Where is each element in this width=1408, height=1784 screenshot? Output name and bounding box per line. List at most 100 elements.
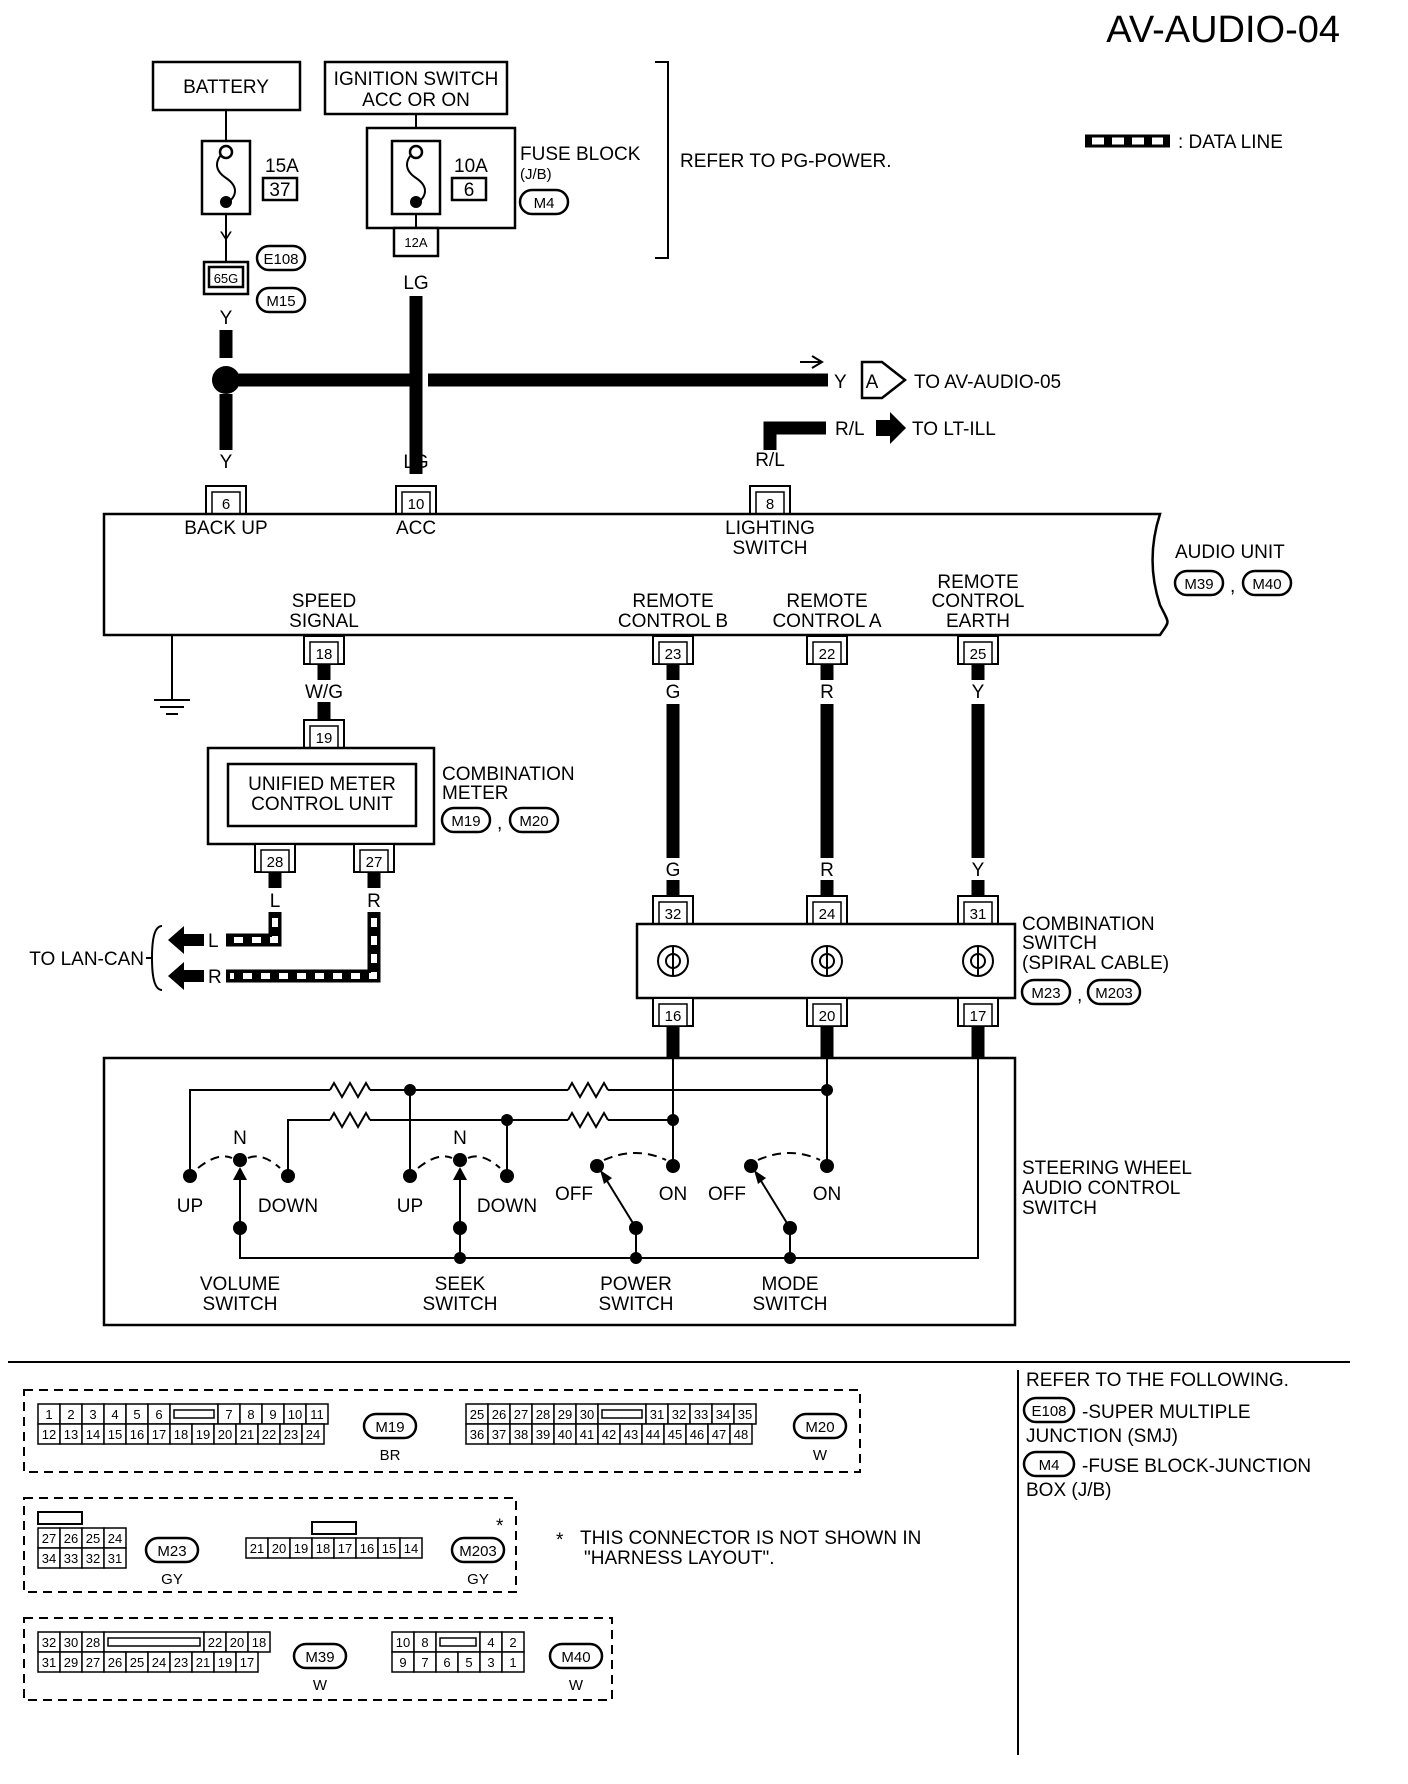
m19-top-pin: 10	[288, 1407, 302, 1422]
svg-text:31: 31	[970, 906, 987, 923]
fuse-37-box	[261, 176, 299, 202]
m19-bot-cell	[301, 1423, 325, 1445]
svg-text:22: 22	[819, 646, 836, 663]
m39-bot-pin: 19	[218, 1655, 232, 1670]
pin-32: 32	[652, 895, 694, 925]
m40-top-pin: 10	[396, 1635, 410, 1650]
speed-label-1: SPEED	[292, 591, 356, 612]
rcb-label-2: CONTROL B	[618, 611, 728, 632]
meter-label-2: METER	[442, 783, 509, 804]
mode-label-2: SWITCH	[753, 1294, 828, 1315]
m23-bot-pin: 33	[64, 1551, 78, 1566]
svg-text:10: 10	[408, 496, 425, 513]
audio-comma: ,	[1230, 576, 1235, 597]
m39-id-oval	[292, 1642, 348, 1670]
svg-text:65G: 65G	[214, 271, 239, 286]
m23-top-pin: 26	[64, 1531, 78, 1546]
backup-label: BACK UP	[184, 518, 267, 539]
meter-label-1: COMBINATION	[442, 764, 575, 785]
refer-pg-power: REFER TO PG-POWER.	[680, 151, 892, 172]
audio-unit-box	[102, 512, 1169, 637]
data-line-r	[226, 912, 381, 983]
pin-10: 10	[395, 485, 437, 515]
m20-bot-pin: 36	[470, 1427, 484, 1442]
m20-bot-pin: 44	[646, 1427, 660, 1442]
m20-top-pin: 31	[650, 1407, 664, 1422]
conn-frame-2	[23, 1497, 517, 1593]
steering-label-3: SWITCH	[1022, 1198, 1097, 1219]
conn-m4-oval	[518, 188, 570, 216]
conn-e108: E108	[263, 251, 298, 268]
svg-text:32: 32	[665, 906, 682, 923]
m20-top-pin: 26	[492, 1407, 506, 1422]
m203-row-pin: 14	[404, 1541, 418, 1556]
m19-bot-pin: 21	[240, 1427, 254, 1442]
m19-top-pin: 6	[155, 1407, 162, 1422]
m40-bot-pin: 6	[443, 1655, 450, 1670]
svg-text:16: 16	[665, 1008, 682, 1025]
m23-id-oval	[144, 1536, 200, 1564]
lan-r: R	[208, 967, 222, 988]
spiral-icon-3	[962, 945, 994, 977]
rce-label-2: CONTROL	[932, 591, 1025, 612]
fuse-10a	[390, 139, 442, 216]
splice-dot	[212, 366, 240, 394]
m20-bot-pin: 48	[734, 1427, 748, 1442]
vol-up: UP	[177, 1196, 203, 1217]
m19-bot-pin: 18	[174, 1427, 188, 1442]
m20-top-pin: 27	[514, 1407, 528, 1422]
m203-row-pin: 20	[272, 1541, 286, 1556]
fuse-6-box	[450, 176, 488, 202]
m19-top-key	[173, 1409, 215, 1419]
m39-color: W	[313, 1677, 328, 1694]
pin-22: 22	[806, 635, 848, 665]
m39-top-pin: 18	[252, 1635, 266, 1650]
m39-bot-pin: 27	[86, 1655, 100, 1670]
m20-id-oval	[792, 1412, 848, 1440]
rcb-label-1: REMOTE	[632, 591, 713, 612]
m40-top-key	[439, 1637, 477, 1647]
svg-text:6: 6	[222, 496, 230, 513]
conn-m203-oval	[1086, 978, 1142, 1006]
svg-text:24: 24	[819, 906, 836, 923]
data-line-l	[226, 912, 282, 947]
spiral-label-3: (SPIRAL CABLE)	[1022, 953, 1169, 974]
svg-text:17: 17	[970, 1008, 987, 1025]
unified-meter-box	[226, 762, 418, 828]
pin-17: 17	[957, 997, 999, 1027]
m39-top-cell	[247, 1631, 271, 1653]
seek-n: N	[453, 1128, 467, 1149]
m39-bot-pin: 25	[130, 1655, 144, 1670]
m20-bot-cell	[729, 1423, 753, 1445]
conn-m39-oval	[1173, 569, 1225, 597]
pin-23: 23	[652, 635, 694, 665]
acc-label: ACC	[396, 518, 436, 539]
refer-e108-2: JUNCTION (SMJ)	[1026, 1426, 1178, 1447]
rce-label-3: EARTH	[946, 611, 1010, 632]
m39-bot-pin: 17	[240, 1655, 254, 1670]
m23-bot-cell	[103, 1547, 127, 1569]
m20-bot-pin: 45	[668, 1427, 682, 1442]
vol-down: DOWN	[258, 1196, 318, 1217]
m23-id: M23	[157, 1543, 186, 1560]
steering-circuit	[183, 1058, 979, 1264]
offpage-a-marker	[860, 360, 908, 400]
m39-top-pin: 30	[64, 1635, 78, 1650]
m23-top-pin: 24	[108, 1531, 122, 1546]
m40-bot-cell	[501, 1651, 525, 1673]
m40-bot-pin: 5	[465, 1655, 472, 1670]
m20-color: W	[813, 1447, 828, 1464]
wire-rl-2: R/L	[755, 450, 785, 471]
steering-label-1: STEERING WHEEL	[1022, 1158, 1192, 1179]
m20-top-pin: 33	[694, 1407, 708, 1422]
m20-top-pin: 25	[470, 1407, 484, 1422]
m20-bot-pin: 39	[536, 1427, 550, 1442]
wire-r-2: R	[820, 860, 834, 881]
m23-top-pin: 25	[86, 1531, 100, 1546]
fuse-10a-label: 10A	[454, 156, 488, 177]
m20-bot-pin: 42	[602, 1427, 616, 1442]
data-line-legend-text: : DATA LINE	[1178, 132, 1283, 153]
